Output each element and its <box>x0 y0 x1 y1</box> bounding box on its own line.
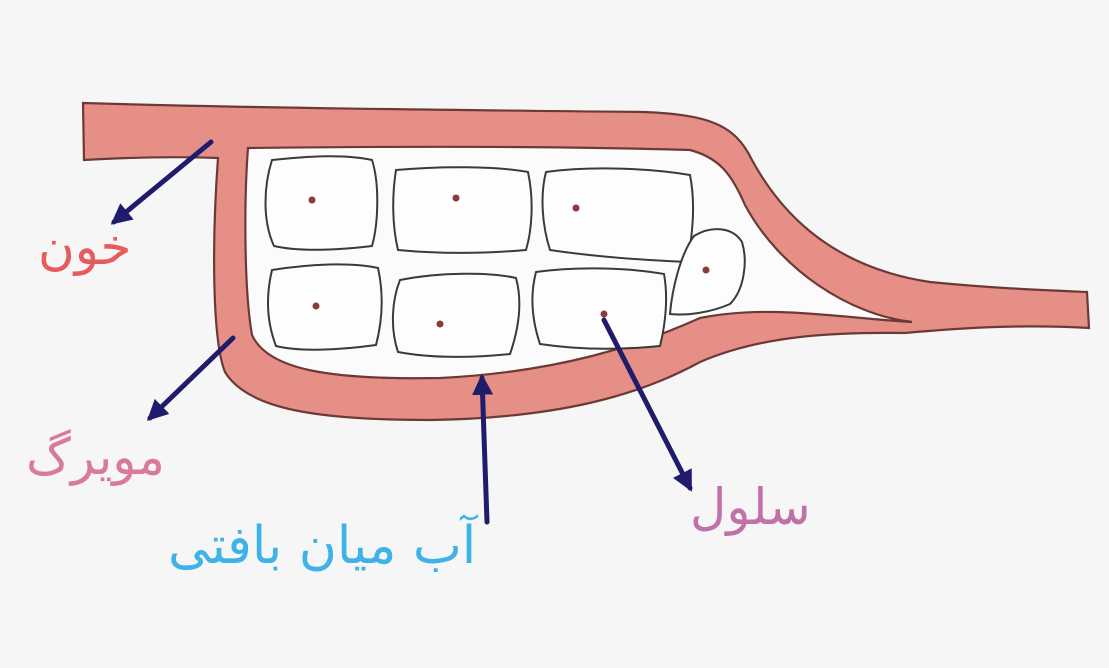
nucleus <box>437 321 444 328</box>
cell-1 <box>266 156 378 250</box>
label-cell: سلول <box>690 482 811 532</box>
cell-3 <box>543 168 694 262</box>
nucleus <box>453 195 460 202</box>
label-blood: خون <box>38 222 131 272</box>
label-interstitial-fluid: آب میان بافتی <box>168 520 476 572</box>
nucleus <box>573 205 580 212</box>
arrow-capillary <box>150 338 233 418</box>
nucleus <box>601 311 608 318</box>
nucleus <box>309 197 316 204</box>
label-capillary: مویرگ <box>26 432 165 482</box>
nucleus <box>703 267 710 274</box>
cell-7 <box>533 268 667 348</box>
nucleus <box>313 303 320 310</box>
cell-6 <box>393 274 519 357</box>
cell-2 <box>393 167 531 253</box>
cell-5 <box>268 264 382 349</box>
